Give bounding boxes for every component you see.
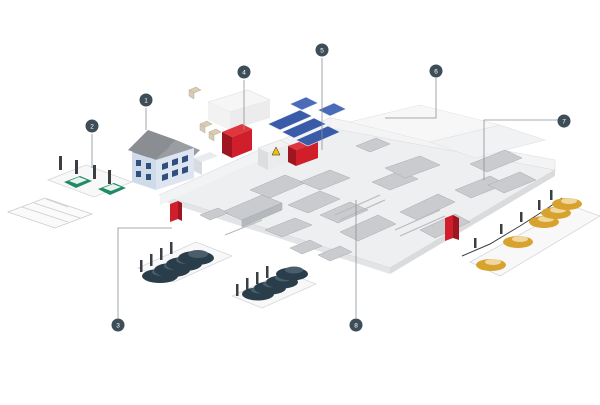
dark-car — [178, 250, 214, 265]
callout-marker-1[interactable]: 1 — [139, 93, 153, 107]
empty-parking-bay — [6, 197, 94, 229]
callout-label: 2 — [90, 124, 94, 131]
red-battery-storage — [222, 124, 252, 158]
solar-panel-array — [267, 96, 347, 147]
callout-label: 1 — [144, 98, 148, 105]
callout-marker-3[interactable]: 3 — [111, 318, 125, 332]
dark-car-parking-left — [136, 241, 234, 283]
charging-post — [59, 156, 111, 184]
dark-car-parking-middle — [230, 266, 318, 309]
callout-marker-4[interactable]: 4 — [237, 65, 251, 79]
utility-building — [207, 89, 271, 130]
callout-marker-2[interactable]: 2 — [85, 119, 99, 133]
callout-label: 8 — [354, 323, 358, 330]
transformer-station — [257, 139, 291, 170]
gold-car — [552, 198, 582, 210]
charging-post — [140, 242, 173, 272]
gold-car — [503, 236, 533, 248]
callout-label: 6 — [434, 69, 438, 76]
gold-car — [476, 259, 506, 271]
callout-label: 7 — [562, 119, 566, 126]
office-building — [128, 130, 218, 190]
green-car — [64, 176, 92, 188]
callout-marker-7[interactable]: 7 — [557, 114, 571, 128]
callout-label: 5 — [320, 48, 324, 55]
callout-marker-8[interactable]: 8 — [349, 318, 363, 332]
red-charging-cabinet — [170, 201, 182, 222]
dark-car — [276, 266, 308, 281]
red-charging-cabinet — [445, 215, 459, 241]
gold-fleet-parking — [461, 190, 600, 277]
green-car-charging-pad — [46, 156, 134, 198]
office-windows — [136, 155, 188, 181]
charging-post — [236, 266, 269, 296]
charging-post — [474, 190, 553, 248]
storage-crates — [188, 86, 222, 142]
green-car — [98, 183, 126, 195]
callout-label: 4 — [242, 70, 246, 77]
callout-label: 3 — [116, 323, 120, 330]
callout-marker-5[interactable]: 5 — [315, 43, 329, 57]
production-machinery — [199, 137, 537, 262]
warning-icon — [271, 146, 281, 156]
callout-marker-6[interactable]: 6 — [429, 64, 443, 78]
conveyor-racks — [224, 194, 446, 237]
